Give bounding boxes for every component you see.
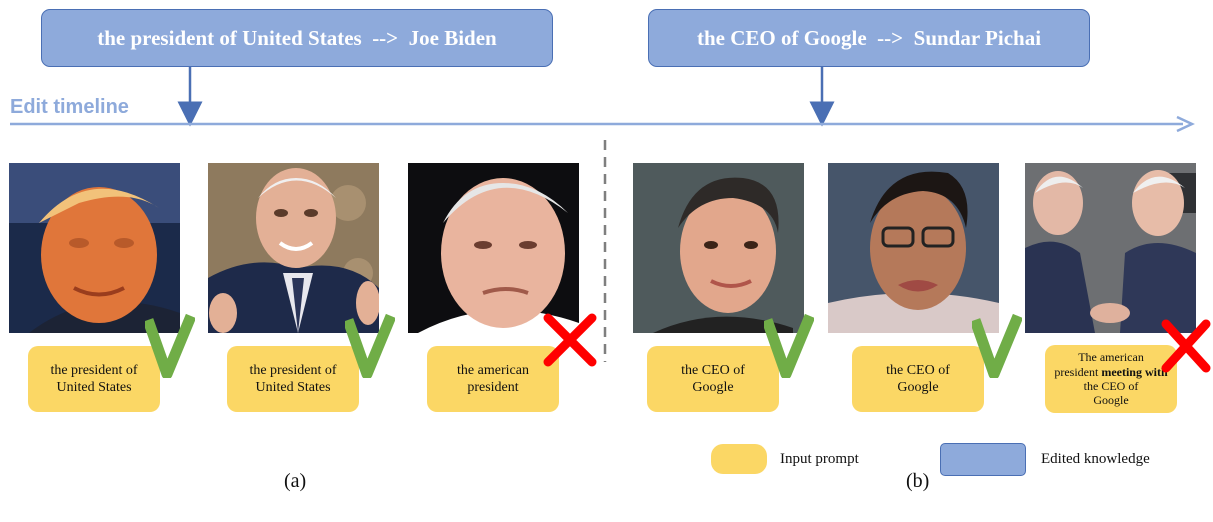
legend-swatch-edited-knowledge bbox=[940, 443, 1026, 476]
legend-swatch-input-prompt bbox=[711, 444, 767, 474]
prompt-box-3: the american president bbox=[427, 346, 559, 412]
timeline-arrowhead bbox=[1176, 115, 1195, 133]
sundar-pichai-portrait bbox=[828, 163, 999, 333]
caption-a: (a) bbox=[284, 470, 307, 492]
cross-mark-icon bbox=[543, 313, 597, 367]
prompt-line: Google bbox=[1093, 393, 1129, 408]
prompt-word: president bbox=[1054, 364, 1099, 379]
two-men-meeting-photo bbox=[1025, 163, 1196, 333]
prompt-box-4: the CEO of Google bbox=[647, 346, 779, 412]
check-mark-icon bbox=[345, 313, 395, 378]
check-mark-icon bbox=[972, 313, 1022, 378]
prompt-line: the president of bbox=[249, 362, 337, 378]
check-mark-icon bbox=[145, 313, 195, 378]
prompt-box-1: the president of United States bbox=[28, 346, 160, 412]
prompt-line: the CEO of bbox=[886, 362, 950, 378]
prompt-line: Google bbox=[897, 380, 939, 395]
older-man-portrait bbox=[408, 163, 579, 333]
larry-page-portrait bbox=[633, 163, 804, 333]
prompt-line: president meeting with the CEO of bbox=[1053, 365, 1169, 394]
edit-box-president: the president of United States --> Joe B… bbox=[41, 9, 553, 67]
check-mark-icon bbox=[764, 313, 814, 378]
prompt-line: the CEO of bbox=[681, 362, 745, 378]
legend-label-edited-knowledge: Edited knowledge bbox=[1041, 451, 1150, 467]
prompt-box-2: the president of United States bbox=[227, 346, 359, 412]
prompt-bold-phrase: meeting with bbox=[1101, 364, 1168, 379]
prompt-line: Google bbox=[692, 380, 734, 395]
prompt-line: president bbox=[467, 380, 519, 395]
prompt-line: United States bbox=[56, 380, 132, 395]
trump-portrait bbox=[9, 163, 180, 333]
timeline-label: Edit timeline bbox=[10, 96, 129, 118]
prompt-box-6: The american president meeting with the … bbox=[1045, 345, 1177, 413]
prompt-line: The american bbox=[1078, 350, 1144, 365]
biden-portrait bbox=[208, 163, 379, 333]
prompt-line: the president of bbox=[50, 362, 138, 378]
legend-label-input-prompt: Input prompt bbox=[780, 451, 859, 467]
cross-mark-icon bbox=[1161, 319, 1211, 373]
prompt-line: the american bbox=[457, 362, 529, 378]
prompt-line: United States bbox=[255, 380, 331, 395]
prompt-box-5: the CEO of Google bbox=[852, 346, 984, 412]
prompt-word: the CEO of bbox=[1083, 379, 1139, 393]
edit-box-ceo: the CEO of Google --> Sundar Pichai bbox=[648, 9, 1090, 67]
caption-b: (b) bbox=[906, 470, 930, 492]
